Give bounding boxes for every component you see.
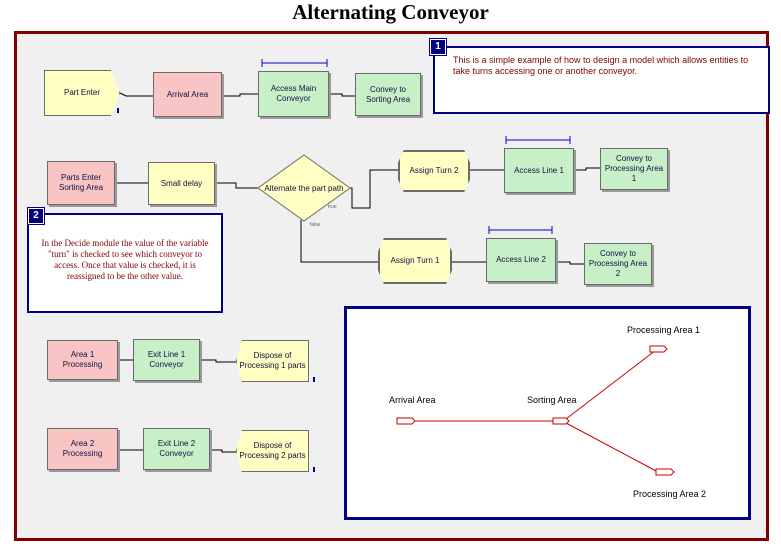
exit-module-line-1-conveyor[interactable]: Exit Line 1 Conveyor — [133, 339, 200, 381]
station-marker-sorting-area — [552, 417, 570, 425]
module-label: Dispose of Processing 1 parts — [239, 351, 306, 370]
module-label: Area 1 Processing — [62, 350, 103, 369]
assign-module-turn-2[interactable]: Assign Turn 2 — [398, 150, 470, 192]
convey-module-sorting-area[interactable]: Convey to Sorting Area — [355, 73, 421, 116]
convey-module-processing-area-1[interactable]: Convey to Processing Area 1 — [600, 148, 668, 190]
connector — [222, 93, 258, 97]
delay-module-small-delay[interactable]: Small delay — [148, 162, 215, 205]
station-module-area-1-processing[interactable]: Area 1 Processing — [47, 340, 118, 380]
module-label: Dispose of Processing 2 parts — [239, 441, 306, 460]
module-label: Access Main Conveyor — [270, 84, 317, 103]
module-label: Convey to Sorting Area — [365, 84, 411, 104]
dispose-module-processing-2[interactable]: Dispose of Processing 2 parts — [236, 430, 309, 472]
exit-module-line-2-conveyor[interactable]: Exit Line 2 Conveyor — [143, 428, 210, 470]
decide-module-alternate[interactable]: Alternate the part path — [256, 153, 352, 223]
module-label: Parts Enter Sorting Area — [58, 173, 104, 192]
convey-module-processing-area-2[interactable]: Convey to Processing Area 2 — [584, 243, 652, 285]
connector — [119, 92, 153, 97]
station-module-area-2-processing[interactable]: Area 2 Processing — [47, 428, 118, 470]
module-label: Access Line 2 — [496, 255, 546, 264]
anim-label-sorting-area: Sorting Area — [527, 395, 577, 405]
page-title: Alternating Conveyor — [292, 0, 489, 24]
decide-true-label: true — [328, 204, 337, 210]
note-box-1 — [433, 46, 770, 114]
route-animation — [396, 345, 675, 476]
note-box-2 — [27, 213, 223, 313]
connector — [300, 220, 378, 263]
module-label: Convey to Processing Area 1 — [604, 154, 664, 183]
note-number-1: 1 — [430, 39, 446, 55]
connector — [200, 359, 236, 363]
module-label: Alternate the part path — [264, 184, 343, 193]
route-sorting-to-area1 — [565, 349, 657, 420]
animation-panel — [344, 306, 751, 520]
decide-false-label: false — [310, 222, 321, 228]
station-marker-processing-area-1 — [649, 345, 668, 353]
module-label: Part Enter — [63, 88, 100, 97]
connector — [556, 261, 584, 265]
anim-label-processing-area-1: Processing Area 1 — [627, 325, 701, 335]
route-sorting-to-area2 — [565, 422, 659, 473]
access-module-line-2[interactable]: Access Line 2 — [486, 238, 556, 282]
connector — [210, 449, 236, 453]
station-module-parts-enter-sorting-area[interactable]: Parts Enter Sorting Area — [47, 161, 115, 205]
connector — [348, 169, 398, 209]
module-label: Convey to Processing Area 2 — [588, 249, 648, 278]
module-label: Small delay — [160, 178, 203, 188]
module-label: Assign Turn 2 — [409, 166, 459, 175]
dispose-module-processing-1[interactable]: Dispose of Processing 1 parts — [236, 340, 309, 382]
module-label: Access Line 1 — [514, 165, 564, 175]
station-module-arrival-area[interactable]: Arrival Area — [153, 72, 222, 117]
module-label: Assign Turn 1 — [390, 256, 440, 265]
module-label: Exit Line 1 Conveyor — [147, 350, 186, 369]
access-module-line-1[interactable]: Access Line 1 — [504, 148, 574, 193]
note-number-2: 2 — [28, 208, 44, 224]
anim-label-processing-area-2: Processing Area 2 — [633, 489, 707, 499]
access-module-main-conveyor[interactable]: Access Main Conveyor — [258, 71, 329, 117]
note-text-2: In the Decide module the value of the va… — [41, 238, 209, 281]
note-text-1: This is a simple example of how to desig… — [453, 55, 749, 76]
station-marker-arrival-area — [396, 417, 416, 425]
connector — [574, 167, 600, 171]
connector — [215, 182, 258, 189]
assign-module-turn-1[interactable]: Assign Turn 1 — [378, 238, 452, 284]
module-label: Exit Line 2 Conveyor — [157, 439, 196, 458]
station-marker-processing-area-2 — [655, 468, 675, 476]
module-label: Arrival Area — [166, 89, 209, 99]
create-module-part-enter[interactable]: Part Enter — [44, 70, 120, 116]
anim-label-arrival-area: Arrival Area — [389, 395, 436, 405]
connector — [329, 93, 355, 97]
module-label: Area 2 Processing — [62, 439, 103, 458]
